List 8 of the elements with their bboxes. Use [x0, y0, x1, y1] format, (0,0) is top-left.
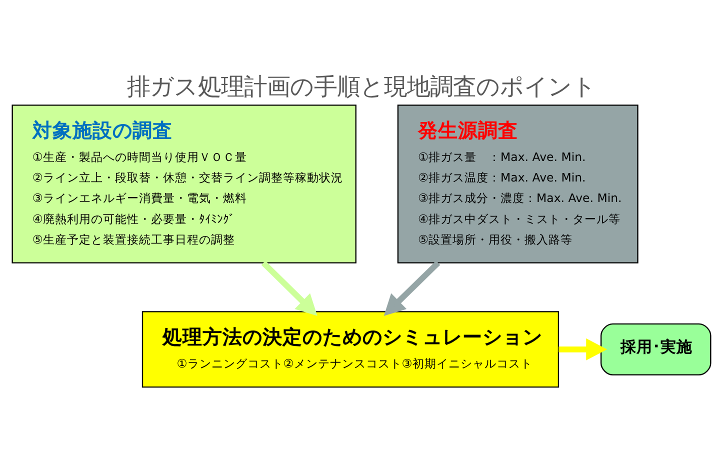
node-box: 対象施設の調査 ①生産・製品への時間当り使用ＶＯＣ量 ②ライン立上・段取替・休憩・交替ライン調整等稼動状況 ③ラインエネルギー消費量・電気・燃料 ④廃熱利用の可能性・必要量・ﾀｲﾐﾝｸﾞ ⑤生産予定と装置接続工事日程の調整 — [12, 104, 356, 263]
arrow — [558, 338, 608, 360]
diagram-title: 排ガス処理計画の手順と現地調査のポイント — [127, 72, 596, 100]
arrow — [384, 260, 440, 316]
node-box: 処理方法の決定のためのシミュレーション ①ランニングコスト②メンテナンスコスト③初期イニシャルコスト — [142, 310, 560, 388]
node-box: 採用･実施 — [600, 322, 712, 375]
arrow — [261, 260, 318, 316]
node-box: 発生源調査 ①排ガス量 ：Max. Ave. Min. ②排ガス温度：Max. Ave. Min. ③排ガス成分・濃度：Max. Ave. Min. ④排ガス中ダスト・ミスト・タール等 ⑤設置場所・用役・搬入路等 — [397, 104, 638, 263]
